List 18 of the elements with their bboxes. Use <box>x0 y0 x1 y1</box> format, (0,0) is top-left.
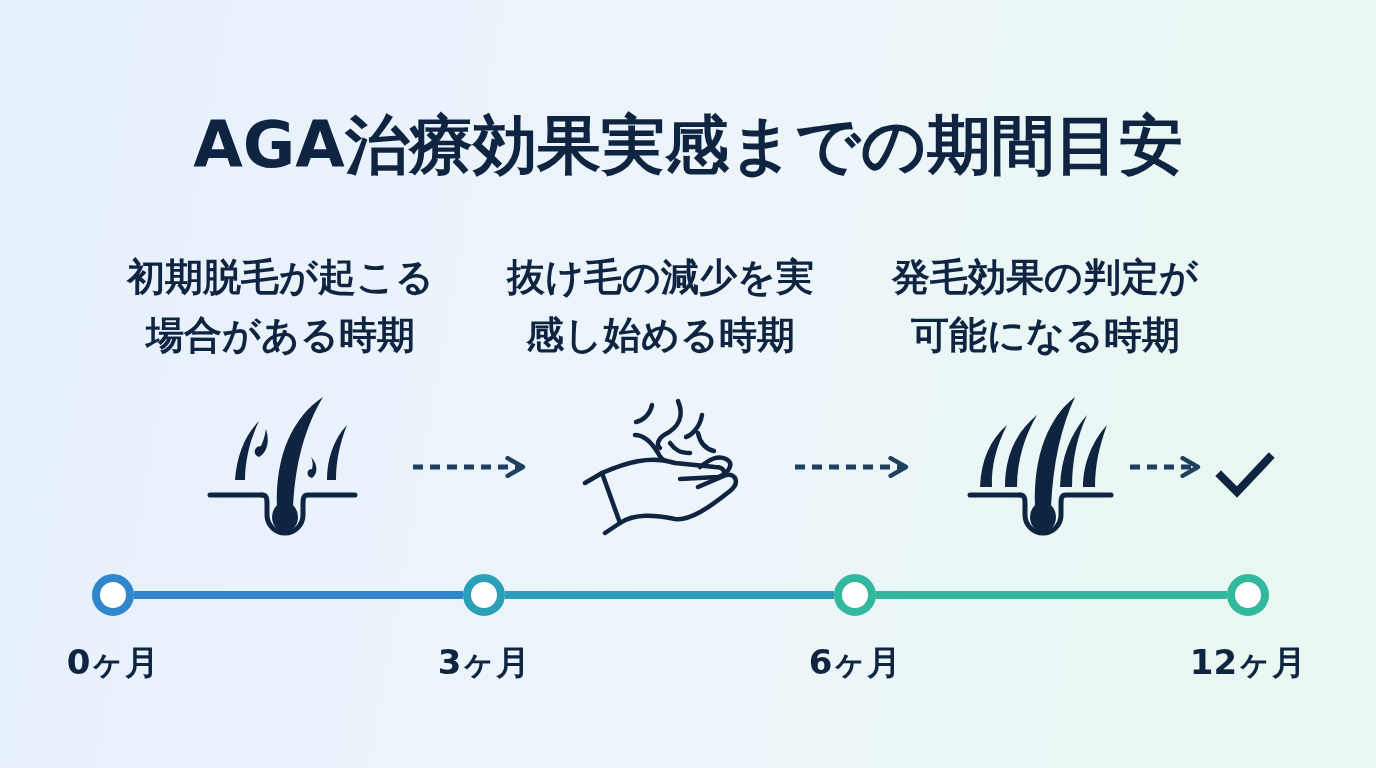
month-label: 0ヶ月 <box>65 641 161 684</box>
arrow <box>795 456 909 478</box>
caption-text: 初期脱毛が起こる場合がある時期 <box>125 254 435 359</box>
arrow <box>413 456 526 478</box>
timeline-line <box>876 591 1227 599</box>
caption-text: 抜け毛の減少を実感し始める時期 <box>505 254 815 359</box>
arrow <box>1130 456 1201 478</box>
timeline-circle <box>92 574 134 616</box>
month-label: 12ヶ月 <box>1188 641 1308 684</box>
caption-text: 発毛効果の判定が可能になる時期 <box>890 254 1199 359</box>
timeline-line <box>134 591 463 599</box>
timeline-circle <box>463 574 505 616</box>
timeline-circle <box>834 574 876 616</box>
month-label: 6ヶ月 <box>807 641 903 684</box>
month-label: 3ヶ月 <box>436 641 532 684</box>
timeline-line <box>505 591 834 599</box>
timeline-circle <box>1227 574 1269 616</box>
title: AGA治療効果実感までの期間目安 <box>192 107 1184 184</box>
